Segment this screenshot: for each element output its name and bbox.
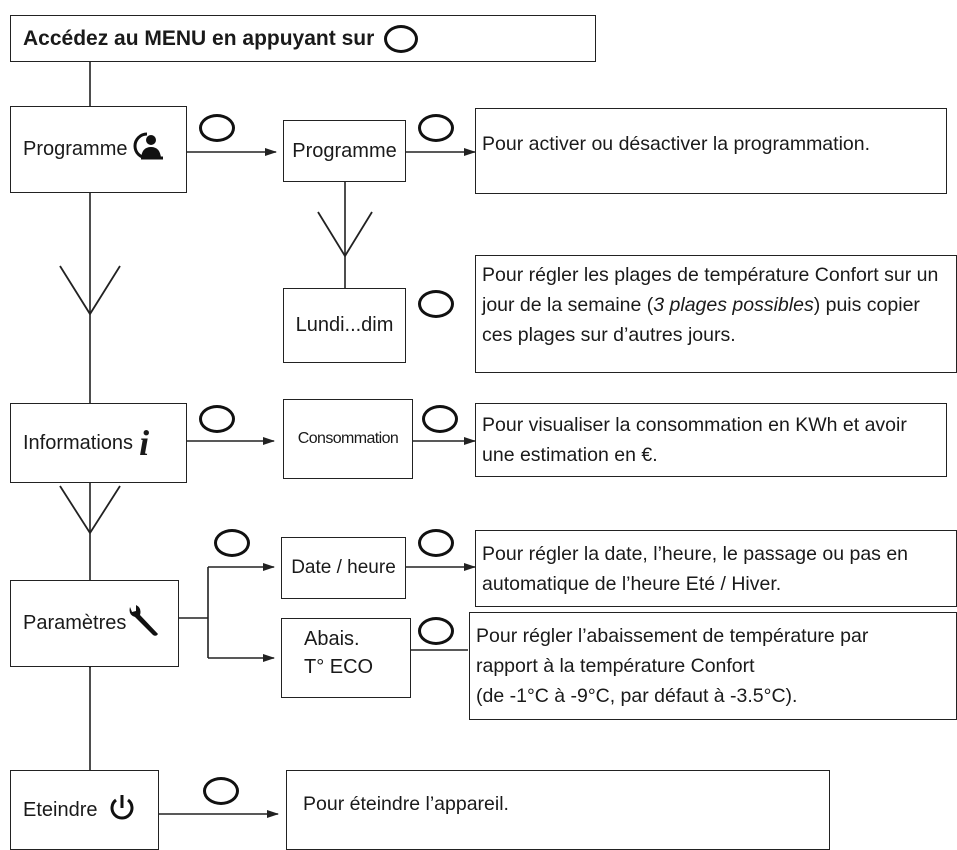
oval-button-icon[interactable] [199,114,235,142]
submenu-consommation[interactable]: Consommation [283,399,413,479]
power-icon [108,792,136,828]
menu-item-programme-label: Programme [23,138,128,161]
info-icon: i [139,423,150,463]
menu-item-informations[interactable]: Informations i [10,403,187,483]
submenu-lundi-dim[interactable]: Lundi...dim [283,288,406,363]
oval-button-icon[interactable] [418,529,454,557]
menu-header: Accédez au MENU en appuyant sur [10,15,596,62]
menu-item-parametres-label: Paramètres [23,612,127,635]
submenu-lundi-dim-label: Lundi...dim [295,314,394,337]
header-text: Accédez au MENU en appuyant sur [23,26,375,50]
description-abais: Pour régler l’abaissement de température… [469,612,957,720]
submenu-programme-label: Programme [292,139,397,162]
oval-button-icon[interactable] [418,290,454,318]
oval-button-icon[interactable] [418,617,454,645]
oval-button-icon[interactable] [203,777,239,805]
submenu-abais-line2: T° ECO [304,656,374,678]
oval-button-icon[interactable] [422,405,458,433]
description-consommation: Pour visualiser la consommation en KWh e… [475,403,947,477]
description-lundi-dim-part2: ) puis copier ces plages sur d’autres jo… [482,294,920,346]
menu-item-programme[interactable]: Programme [10,106,187,193]
submenu-date-heure-label: Date / heure [291,557,396,579]
oval-button-icon[interactable] [384,24,419,53]
submenu-date-heure[interactable]: Date / heure [281,537,406,599]
description-abais-line1: Pour régler l’abaissement de température… [476,625,869,647]
description-abais-line3: (de -1°C à -9°C, par défaut à -3.5°C). [476,685,798,707]
menu-item-informations-label: Informations [23,431,134,454]
description-programme-text: Pour activer ou désactiver la programmat… [482,133,871,155]
description-date-heure-text: Pour régler la date, l’heure, le passage… [482,543,909,595]
description-lundi-dim: Pour régler les plages de température Co… [475,255,957,373]
description-eteindre-text: Pour éteindre l’appareil. [303,793,509,815]
description-lundi-dim-part1: Pour régler les plages de température Co… [482,264,939,316]
submenu-abais-eco[interactable]: Abais. T° ECO [281,618,411,698]
submenu-abais-line1: Abais. [304,628,360,650]
menu-item-parametres[interactable]: Paramètres [10,580,179,667]
submenu-programme[interactable]: Programme [283,120,406,182]
description-date-heure: Pour régler la date, l’heure, le passage… [475,530,957,607]
description-programme: Pour activer ou désactiver la programmat… [475,108,947,194]
submenu-consommation-label: Consommation [297,430,399,448]
description-lundi-dim-italic: 3 plages possibles [653,294,814,316]
description-eteindre: Pour éteindre l’appareil. [286,770,830,850]
wrench-icon [127,603,159,643]
oval-button-icon[interactable] [418,114,454,142]
menu-item-eteindre[interactable]: Eteindre [10,770,159,850]
description-consommation-text: Pour visualiser la consommation en KWh e… [482,414,907,466]
menu-item-eteindre-label: Eteindre [23,798,98,821]
clock-user-icon [133,131,167,167]
description-abais-line2: rapport à la température Confort [476,655,755,677]
oval-button-icon[interactable] [214,529,250,557]
oval-button-icon[interactable] [199,405,235,433]
